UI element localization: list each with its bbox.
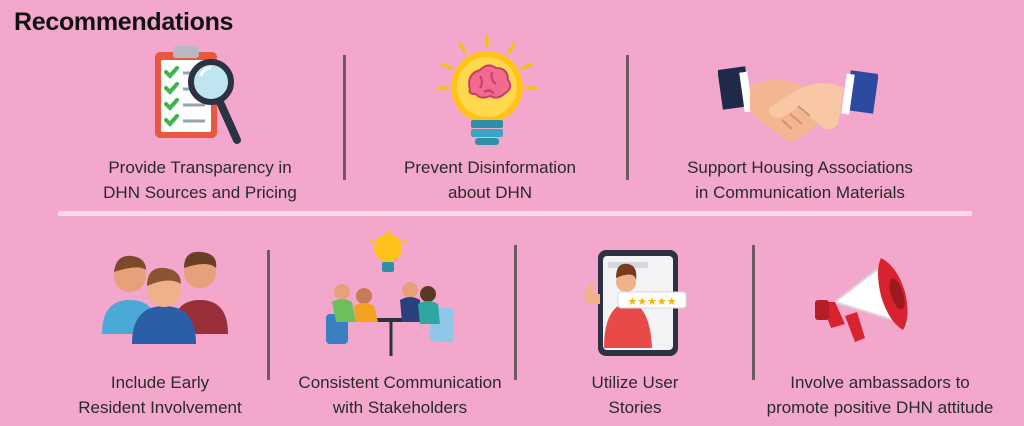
recommendation-label: Prevent Disinformation about DHN	[404, 158, 576, 202]
megaphone-icon	[815, 258, 909, 342]
user-review-phone-icon: ★★★★★	[584, 250, 687, 356]
recommendation-card-transparency	[145, 42, 255, 147]
recommendation-label: Utilize User Stories	[591, 373, 679, 417]
vertical-divider	[626, 55, 629, 180]
lightbulb-brain-icon	[436, 34, 538, 145]
vertical-divider	[514, 245, 517, 380]
horizontal-divider	[58, 211, 972, 216]
vertical-divider	[343, 55, 346, 180]
recommendation-label: Involve ambassadors to promote positive …	[766, 373, 994, 417]
page-title: Recommendations	[14, 8, 234, 36]
recommendation-card-housing	[718, 62, 878, 147]
clipboard-checklist-magnifier-icon	[155, 46, 241, 144]
recommendation-card-user-stories: ★★★★★	[578, 248, 688, 358]
recommendation-label: Consistent Communication with Stakeholde…	[298, 373, 502, 417]
recommendation-card-stakeholders	[324, 230, 459, 360]
resident-group-icon	[102, 251, 228, 344]
recommendation-label: Provide Transparency in DHN Sources and …	[103, 158, 297, 202]
handshake-icon	[718, 66, 878, 141]
team-meeting-icon	[326, 230, 454, 356]
vertical-divider	[267, 250, 270, 380]
vertical-divider	[752, 245, 755, 380]
recommendation-label: Support Housing Associations in Communic…	[687, 158, 913, 202]
recommendation-label: Include Early Resident Involvement	[78, 373, 242, 417]
recommendation-card-disinformation	[432, 32, 542, 152]
recommendation-card-residents	[100, 250, 230, 345]
svg-text:★★★★★: ★★★★★	[627, 295, 676, 308]
recommendation-card-ambassadors	[815, 250, 925, 350]
